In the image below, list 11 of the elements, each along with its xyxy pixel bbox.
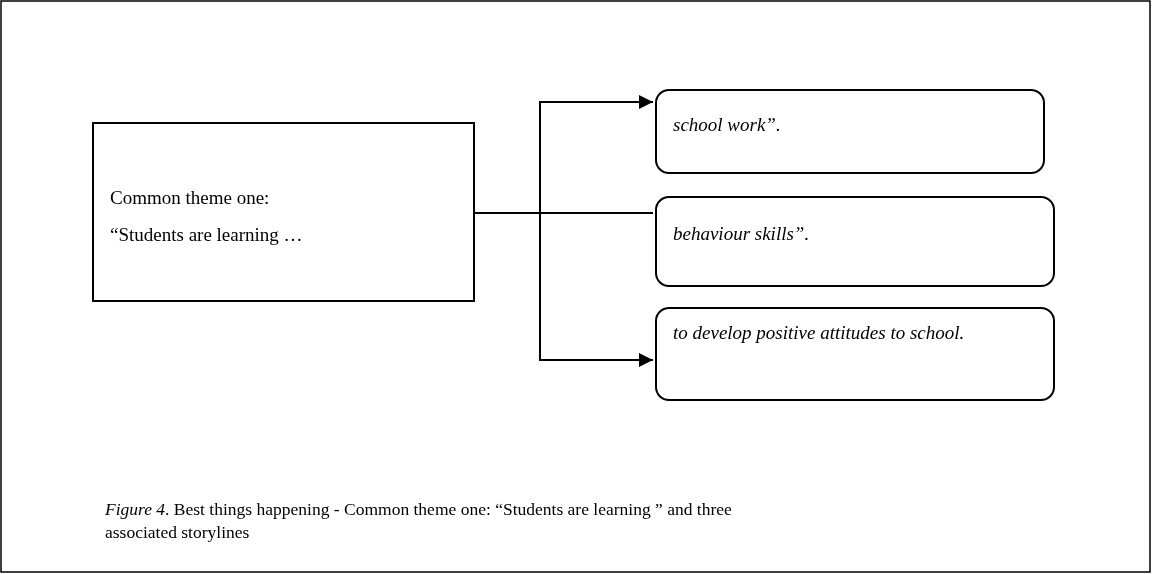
box-text: school work”. bbox=[673, 113, 781, 137]
figure-caption: Figure 4. Best things happening - Common theme one: “Students are learning ” and three associated storylines bbox=[105, 498, 733, 544]
text-box bbox=[92, 122, 475, 302]
text-box bbox=[655, 89, 1045, 174]
box-text: behaviour skills”. bbox=[673, 222, 810, 246]
text-box bbox=[655, 307, 1055, 401]
connector-arrow bbox=[474, 212, 654, 367]
box-text: “Students are learning … bbox=[110, 222, 303, 247]
box-text: Common theme one: bbox=[110, 186, 270, 210]
text-box bbox=[655, 196, 1055, 287]
box-text: to develop positive attitudes to school. bbox=[673, 321, 965, 345]
